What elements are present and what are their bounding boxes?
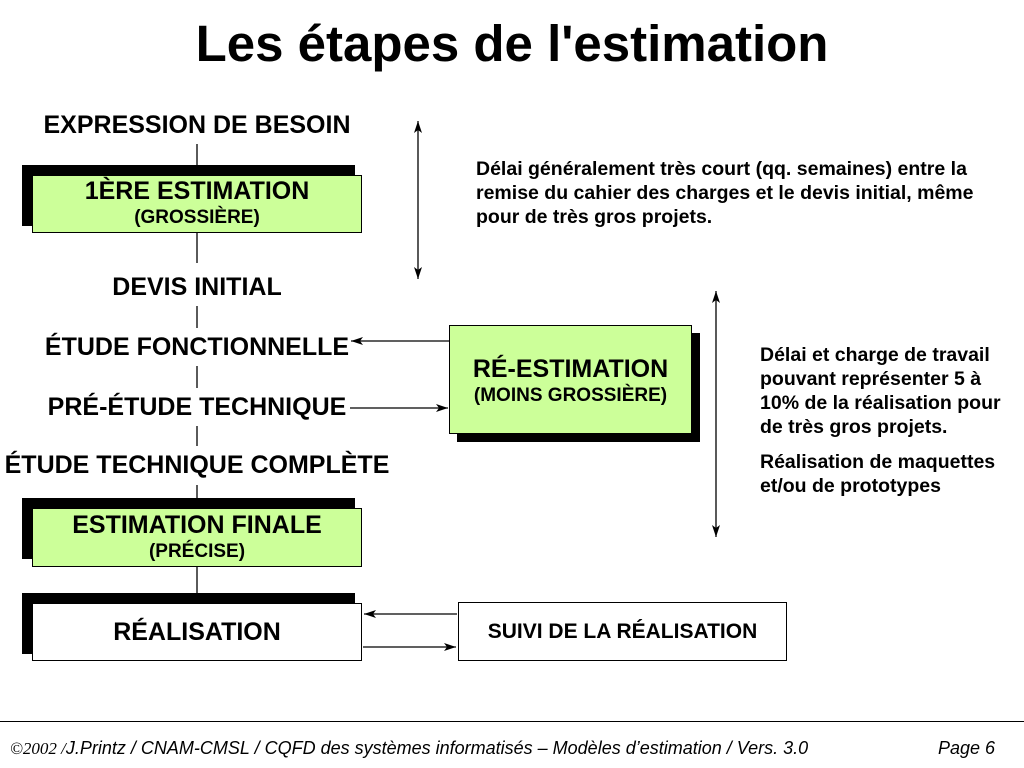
footer-credits-line: ©2002 /J.Printz / CNAM-CMSL / CQFD des s… — [10, 737, 808, 759]
footer-credits: J.Printz / CNAM-CMSL / CQFD des systèmes… — [65, 738, 809, 758]
stage-pre-etude-technique: PRÉ-ÉTUDE TECHNIQUE — [47, 393, 347, 421]
footer-copyright: ©2002 / — [10, 739, 66, 758]
box-suivi-realisation: SUIVI DE LA RÉALISATION — [458, 602, 787, 661]
box-premiere-estimation: 1ÈRE ESTIMATION (GROSSIÈRE) — [32, 175, 362, 233]
stage-devis-initial: DEVIS INITIAL — [112, 273, 282, 301]
box-title: RÉ-ESTIMATION — [472, 354, 669, 383]
box-title: 1ÈRE ESTIMATION — [84, 177, 310, 205]
note-line: remise du cahier des charges et le devis… — [476, 182, 974, 204]
stage-etude-fonctionnelle: ÉTUDE FONCTIONNELLE — [44, 333, 350, 361]
box-estimation-finale: ESTIMATION FINALE (PRÉCISE) — [32, 508, 362, 567]
note-line: pour de très gros projets. — [476, 206, 713, 228]
note-line: de très gros projets. — [760, 416, 948, 438]
slide-title: Les étapes de l'estimation — [195, 15, 829, 72]
box-qualifier: (MOINS GROSSIÈRE) — [473, 384, 668, 406]
footer-rule — [0, 721, 1024, 722]
note-line: 10% de la réalisation pour — [760, 392, 1001, 414]
note-line: et/ou de prototypes — [760, 475, 941, 497]
note-re-estimation: Délai et charge de travail pouvant repré… — [760, 343, 1001, 498]
stage-etude-technique-complete: ÉTUDE TECHNIQUE COMPLÈTE — [4, 451, 390, 479]
note-line: pouvant représenter 5 à — [760, 368, 982, 390]
box-title: RÉALISATION — [113, 618, 281, 646]
page-number: Page 6 — [938, 738, 996, 758]
stage-expression-de-besoin: EXPRESSION DE BESOIN — [43, 111, 351, 139]
box-realisation: RÉALISATION — [32, 603, 362, 661]
box-title: SUIVI DE LA RÉALISATION — [487, 619, 758, 643]
note-initial-delay: Délai généralement très court (qq. semai… — [476, 157, 973, 229]
box-title: ESTIMATION FINALE — [72, 510, 322, 539]
note-line: Réalisation de maquettes — [760, 451, 996, 473]
box-qualifier: (PRÉCISE) — [148, 540, 246, 562]
note-line: Délai et charge de travail — [760, 344, 990, 366]
box-re-estimation: RÉ-ESTIMATION (MOINS GROSSIÈRE) — [449, 325, 692, 434]
box-qualifier: (GROSSIÈRE) — [134, 207, 260, 228]
note-line: Délai généralement très court (qq. semai… — [476, 158, 967, 180]
